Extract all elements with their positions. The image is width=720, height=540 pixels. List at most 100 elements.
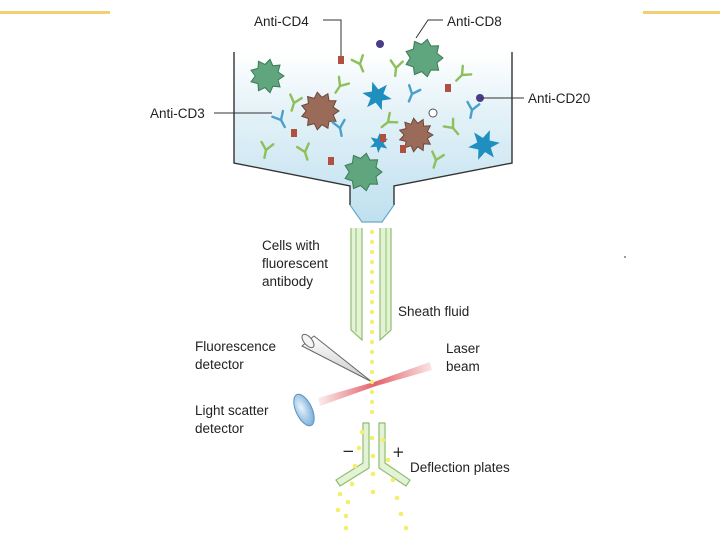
fluorescent-tag (338, 56, 344, 64)
droplet (370, 489, 376, 495)
antibody (442, 117, 460, 136)
droplet (369, 435, 375, 441)
sheath-tube (350, 228, 392, 342)
antibody (466, 100, 481, 120)
droplet-stream (335, 229, 409, 531)
antibody (431, 150, 445, 169)
header-accent-left (0, 11, 110, 14)
droplet (369, 239, 375, 245)
anti-cd8-leader (415, 19, 443, 39)
antibody (260, 140, 275, 160)
antibody-arm (271, 109, 287, 129)
label-cells-line3: antibody (262, 274, 313, 289)
droplet (335, 507, 341, 513)
label-fluorescence-line2: detector (195, 357, 244, 372)
droplet (352, 463, 358, 469)
droplet (394, 495, 400, 501)
droplet (343, 513, 349, 519)
fluorescent-tag (291, 129, 297, 137)
label-anti-cd8: Anti-CD8 (447, 14, 502, 29)
t-cell (250, 58, 285, 94)
droplet (369, 369, 375, 375)
label-deflection-plates: Deflection plates (410, 460, 510, 475)
label-scatter-line2: detector (195, 421, 244, 436)
droplet (369, 409, 375, 415)
droplet (370, 471, 376, 477)
droplet (369, 249, 375, 255)
fluorescence-detector-icon (301, 333, 373, 383)
label-plus-sign: + (392, 443, 405, 461)
droplet (337, 491, 343, 497)
droplet (369, 319, 375, 325)
antibody-arm (296, 142, 310, 161)
cell-group (250, 38, 500, 192)
droplet (369, 229, 375, 235)
label-anti-cd4: Anti-CD4 (254, 14, 309, 29)
label-minus-sign: − (342, 442, 355, 460)
droplet (369, 279, 375, 285)
label-anti-cd20: Anti-CD20 (528, 91, 590, 106)
antibody (296, 142, 310, 161)
fluorescent-tag (376, 40, 384, 48)
header-accent-right (643, 11, 720, 14)
droplet (380, 437, 386, 443)
label-anti-cd3: Anti-CD3 (150, 106, 205, 121)
droplet (369, 309, 375, 315)
reservoir-outline (233, 52, 513, 205)
antibody (407, 84, 422, 103)
antibody-arm (407, 84, 422, 103)
dendritic-cell (362, 81, 392, 111)
antibody-arm (431, 150, 445, 169)
dendritic-cell (468, 130, 500, 160)
antibody-arm (442, 117, 460, 136)
label-cells-line2: fluorescent (262, 256, 328, 271)
droplet (369, 329, 375, 335)
droplet (369, 269, 375, 275)
droplet (359, 429, 365, 435)
droplet (349, 481, 355, 487)
droplet (369, 259, 375, 265)
antibody (350, 54, 365, 73)
antibody (289, 93, 303, 112)
droplet (369, 299, 375, 305)
antibody-arm (334, 75, 351, 94)
stray-dot (624, 256, 626, 258)
antibody (455, 64, 473, 82)
antibody-arm (389, 59, 404, 78)
label-cells-line1: Cells with (262, 238, 320, 253)
fluorescent-tag (400, 145, 406, 153)
label-laser-line2: beam (446, 359, 480, 374)
droplet (398, 511, 404, 517)
antibody-arm (380, 111, 399, 129)
leader-lines (214, 19, 524, 114)
label-sheath-fluid: Sheath fluid (398, 304, 469, 319)
antibody (389, 59, 404, 78)
fluorescent-tag (445, 84, 451, 92)
light-scatter-detector-icon (293, 393, 315, 427)
label-fluorescence-line1: Fluorescence (195, 339, 276, 354)
antibody-arm (350, 54, 365, 73)
droplet (369, 339, 375, 345)
droplet (345, 499, 351, 505)
anti-cd4-leader (323, 19, 342, 56)
droplet (369, 359, 375, 365)
t-cell (344, 152, 383, 192)
antibody-arm (466, 100, 481, 120)
antibody-arm (331, 118, 346, 138)
antibody (331, 118, 346, 138)
b-cell (398, 117, 434, 153)
dendritic-cell (370, 133, 388, 153)
droplet (369, 379, 375, 385)
droplet (385, 457, 391, 463)
antibody (334, 75, 351, 94)
antibody (380, 111, 399, 129)
droplet (369, 349, 375, 355)
droplet (343, 525, 349, 531)
droplet (369, 289, 375, 295)
fluorescent-tag (380, 134, 386, 142)
fluid-reservoir (234, 52, 512, 222)
droplet (369, 399, 375, 405)
fluorescent-tag (328, 157, 334, 165)
deflection-plates (335, 422, 411, 487)
